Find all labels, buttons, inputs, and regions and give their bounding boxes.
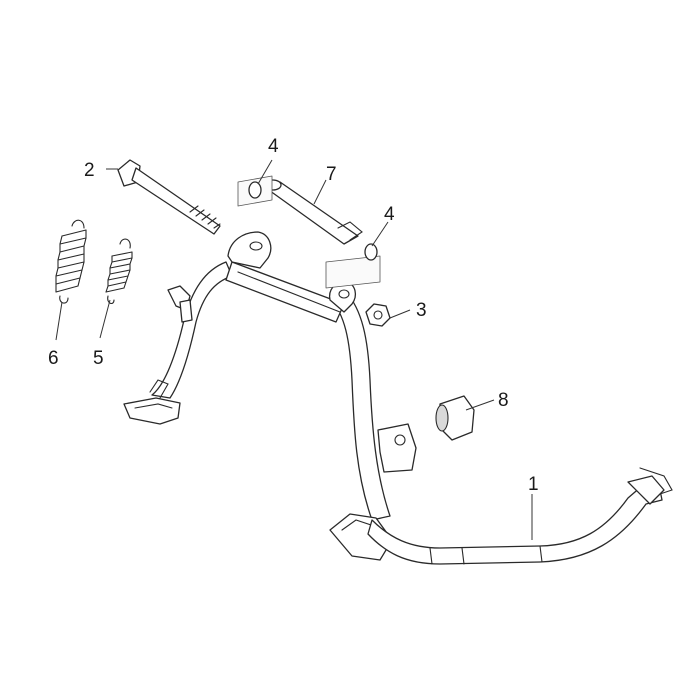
center-stand-frame — [123, 231, 673, 565]
washer-lower — [364, 243, 378, 261]
callout-3: 3 — [416, 300, 427, 321]
callout-labels: 1 2 3 4 4 5 6 7 8 — [48, 136, 539, 495]
callout-2: 2 — [84, 160, 95, 181]
spring-large — [55, 219, 87, 304]
callout-1: 1 — [528, 474, 539, 495]
nut — [365, 303, 391, 327]
callout-7: 7 — [326, 164, 337, 185]
callout-4-upper: 4 — [268, 136, 279, 157]
callout-8: 8 — [498, 390, 509, 411]
leader-lines — [55, 159, 533, 540]
spring-small — [105, 238, 133, 305]
bolt — [117, 159, 221, 235]
callout-6: 6 — [48, 348, 59, 369]
callout-4-lower: 4 — [384, 204, 395, 225]
washer-upper — [248, 181, 262, 199]
rubber-stop — [435, 395, 475, 441]
callout-5: 5 — [93, 348, 104, 369]
